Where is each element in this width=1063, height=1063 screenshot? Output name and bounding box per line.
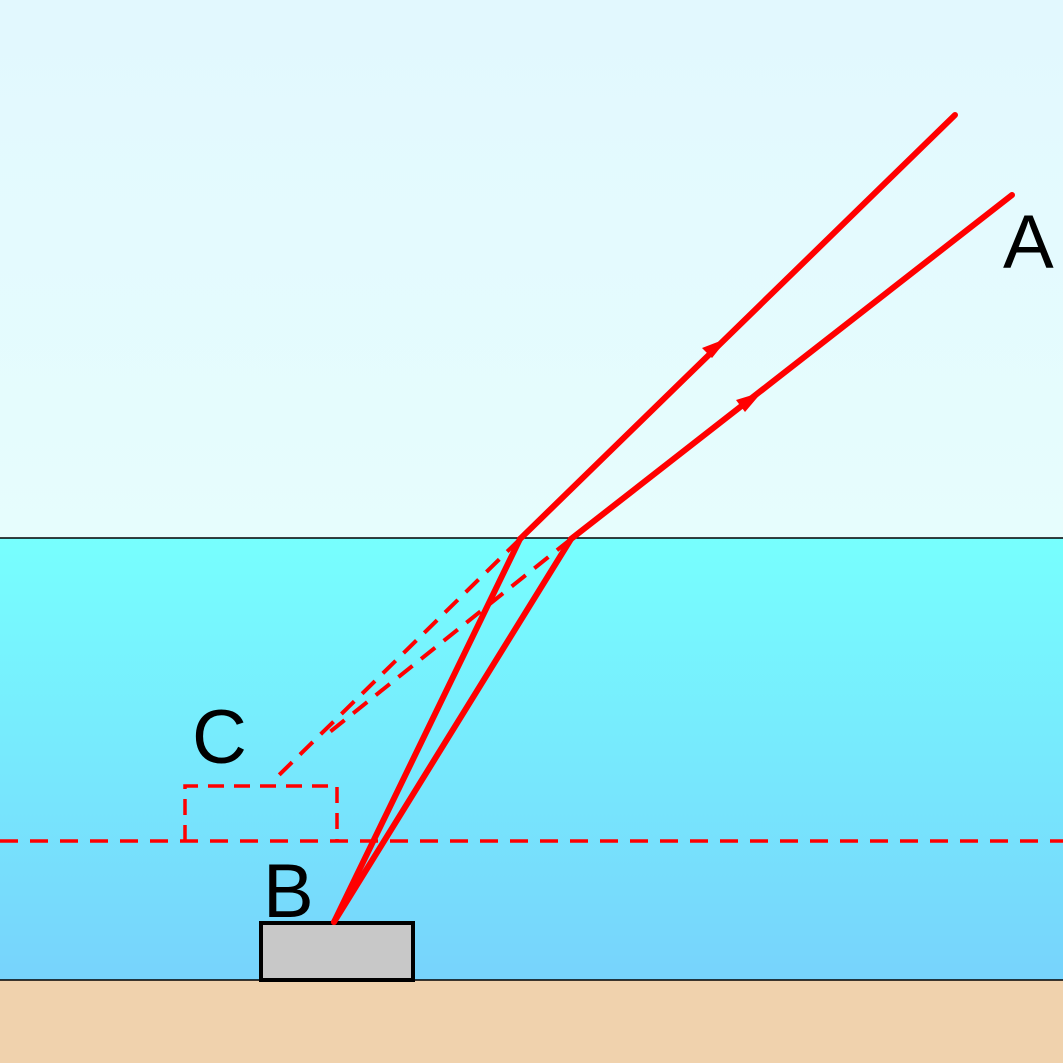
virtual-ray-lower — [324, 537, 573, 737]
label-b: B — [263, 849, 314, 934]
label-c: C — [192, 695, 247, 780]
water-ray-upper — [331, 536, 523, 925]
arrowhead-lower-icon — [736, 392, 762, 412]
sand-region — [0, 980, 1063, 1063]
air-ray-upper — [517, 112, 958, 542]
water-region — [0, 538, 1063, 980]
air-region — [0, 0, 1063, 538]
virtual-object-c — [183, 784, 339, 841]
water-ray-lower — [331, 536, 574, 925]
real-object-b — [259, 921, 415, 982]
air-ray-lower — [568, 192, 1015, 542]
arrowhead-upper-icon — [702, 338, 728, 358]
label-a: A — [1003, 200, 1054, 285]
